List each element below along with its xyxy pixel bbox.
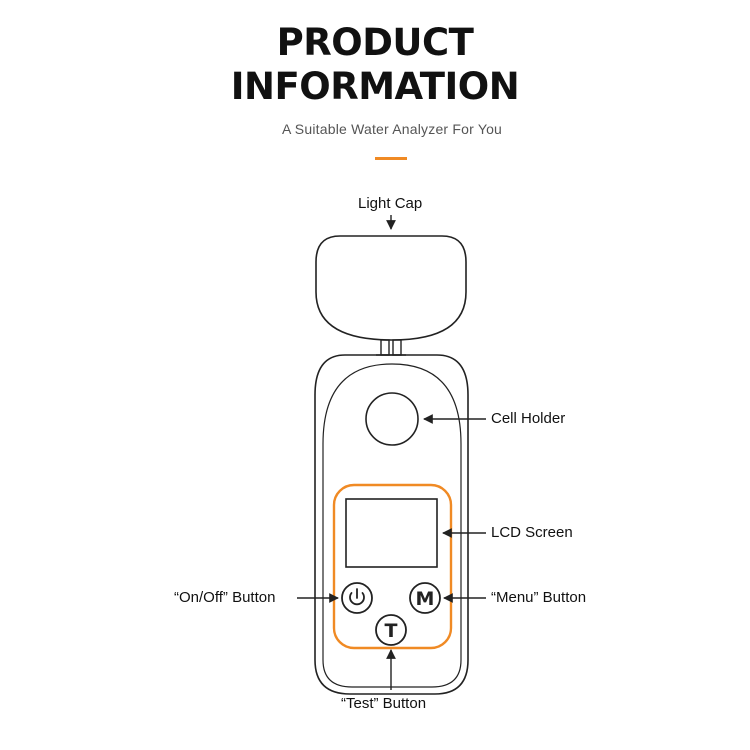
label-light-cap: Light Cap [358, 195, 423, 212]
hinge [376, 339, 406, 356]
power-icon [349, 588, 365, 606]
cell-holder [365, 392, 419, 446]
page-subtitle: A Suitable Water Analyzer For You [281, 121, 503, 137]
page-title-line-1: PRODUCT [276, 21, 474, 64]
lcd-screen [345, 498, 438, 568]
label-cell-holder: Cell Holder [491, 410, 566, 427]
body-inner-contour [322, 363, 462, 688]
test-button-glyph: T [385, 620, 398, 642]
accent-divider [375, 157, 407, 160]
test-button[interactable]: T [375, 614, 407, 646]
on-off-button[interactable] [341, 582, 373, 614]
menu-button-glyph: M [416, 588, 435, 610]
label-test-button: “Test” Button [341, 695, 427, 712]
menu-button[interactable]: M [409, 582, 441, 614]
label-on-off-button: “On/Off” Button [174, 589, 276, 606]
control-panel [332, 483, 453, 650]
label-menu-button: “Menu” Button [491, 589, 587, 606]
light-cap [315, 235, 467, 341]
page-title-line-2: INFORMATION [230, 65, 520, 108]
device-body [314, 354, 469, 695]
label-lcd-screen: LCD Screen [491, 524, 573, 541]
